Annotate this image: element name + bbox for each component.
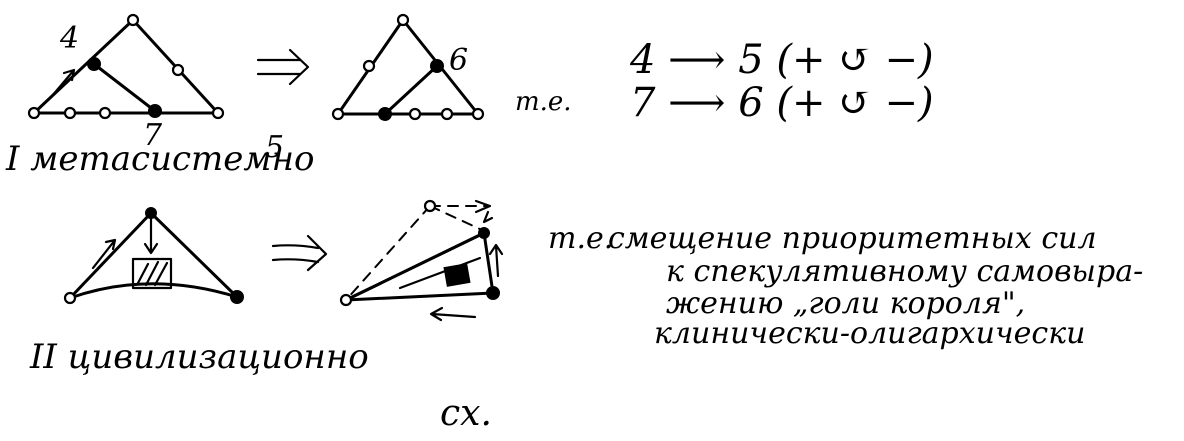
vertex-bottom-right [486,286,500,300]
vertex-left [27,106,41,120]
point-bottom-d [440,107,454,121]
point-left-edge [362,59,376,73]
explanation-line-2: к спекулятивному самовыра- [666,254,1143,289]
vertex-left [339,293,353,307]
point-bottom-b [98,106,112,120]
arrow-left-bottom [429,306,477,322]
transition-line-1: 4 ⟶ 5 (+ ↺ −) [629,37,934,83]
explanation-line-3: жению „голи короля", [666,286,1025,321]
triangle-2-right [339,199,504,322]
vertex-right [211,106,225,120]
label-5: 5 [265,130,284,165]
label-7: 7 [143,118,163,153]
point-right-edge [171,63,185,77]
caption-civilizational: II цивилизационно [29,337,369,377]
footer-abbrev: сх. [440,393,492,434]
implies-arrow-2 [271,234,328,272]
label-6: 6 [449,43,468,78]
point-5 [378,107,392,121]
inner-box [131,257,173,290]
arrow-up-left-edge [50,68,76,98]
point-4 [87,57,101,71]
implies-arrow-1 [256,48,310,86]
vertex-right [230,290,244,304]
ie-prefix-1: т.е. [515,87,572,117]
arrow-up-right-edge [488,243,504,278]
point-6 [430,59,444,73]
vertex-top [396,13,410,27]
triangle-2-left [63,207,244,305]
down-arrow [143,217,159,255]
ie-prefix-2: т.е. [548,221,613,256]
vertex-left [331,107,345,121]
vertex-top [145,207,157,219]
vertex-right [471,107,485,121]
triangle-1-left: 4 7 [27,13,225,153]
transition-line-2: 7 ⟶ 6 (+ ↺ −) [630,80,934,126]
point-bottom-c [408,107,422,121]
point-7 [148,104,162,118]
vertex-top-right [478,227,490,239]
point-bottom-a [63,106,77,120]
label-4: 4 [59,21,79,56]
explanation-line-1: смещение приоритетных сил [608,221,1097,256]
old-vertex-top [423,199,437,213]
vertex-left [63,291,77,305]
inner-box-shaded [443,263,471,287]
vertex-top [126,13,140,27]
arrow-up-left-edge [91,238,117,270]
explanation-line-4: клинически-олигархически [654,316,1085,351]
triangle-1-right: 6 5 [265,13,485,165]
caption-metasystemic: I метасистемно [5,139,314,179]
